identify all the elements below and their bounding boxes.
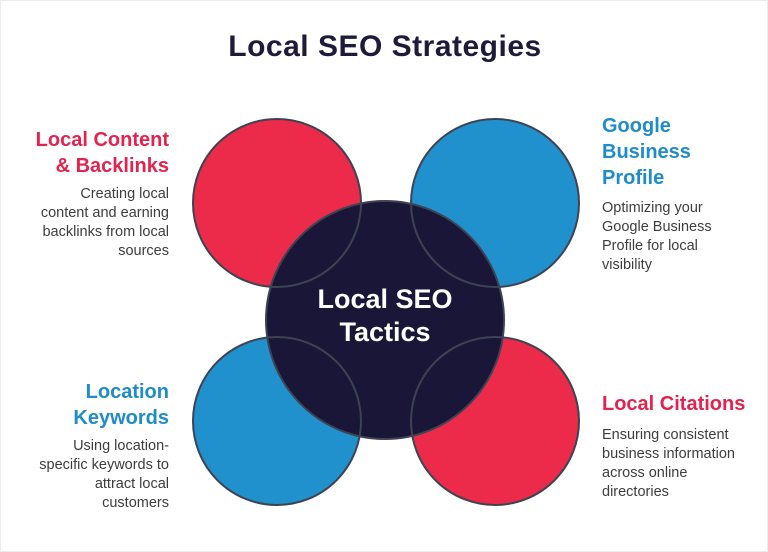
item-google-business-profile: Google Business Profile Optimizing your … [602,113,732,275]
center-label-line2: Tactics [339,317,431,347]
item-heading-local-citations: Local Citations [602,393,746,415]
item-description-location-keywords: Using location-specific keywords to attr… [39,438,169,511]
outline-bottom-right-circle [410,336,580,506]
circle-fills [193,119,579,505]
item-heading-google-business-profile: Google Business Profile [602,115,691,189]
item-heading-location-keywords: Location Keywords [73,381,169,429]
item-description-google-business-profile: Optimizing your Google Business Profile … [602,200,712,273]
circle-outlines [192,118,580,506]
item-heading-local-content-backlinks: Local Content & Backlinks [35,129,169,177]
item-local-content-backlinks: Local Content & Backlinks Creating local… [17,127,169,261]
item-description-local-citations: Ensuring consistent business information… [602,427,735,500]
center-label-line1: Local SEO [317,284,453,314]
item-location-keywords: Location Keywords Using location-specifi… [17,379,169,513]
outline-center-circle [265,200,505,440]
outline-bottom-left-circle [192,336,362,506]
item-local-citations: Local Citations Ensuring consistent busi… [602,391,762,502]
item-description-local-content-backlinks: Creating local content and earning backl… [40,186,169,259]
page-title: Local SEO Strategies [228,30,542,63]
center-circle-label: Local SEO Tactics [275,283,495,349]
circle-center-tactics [266,201,504,439]
